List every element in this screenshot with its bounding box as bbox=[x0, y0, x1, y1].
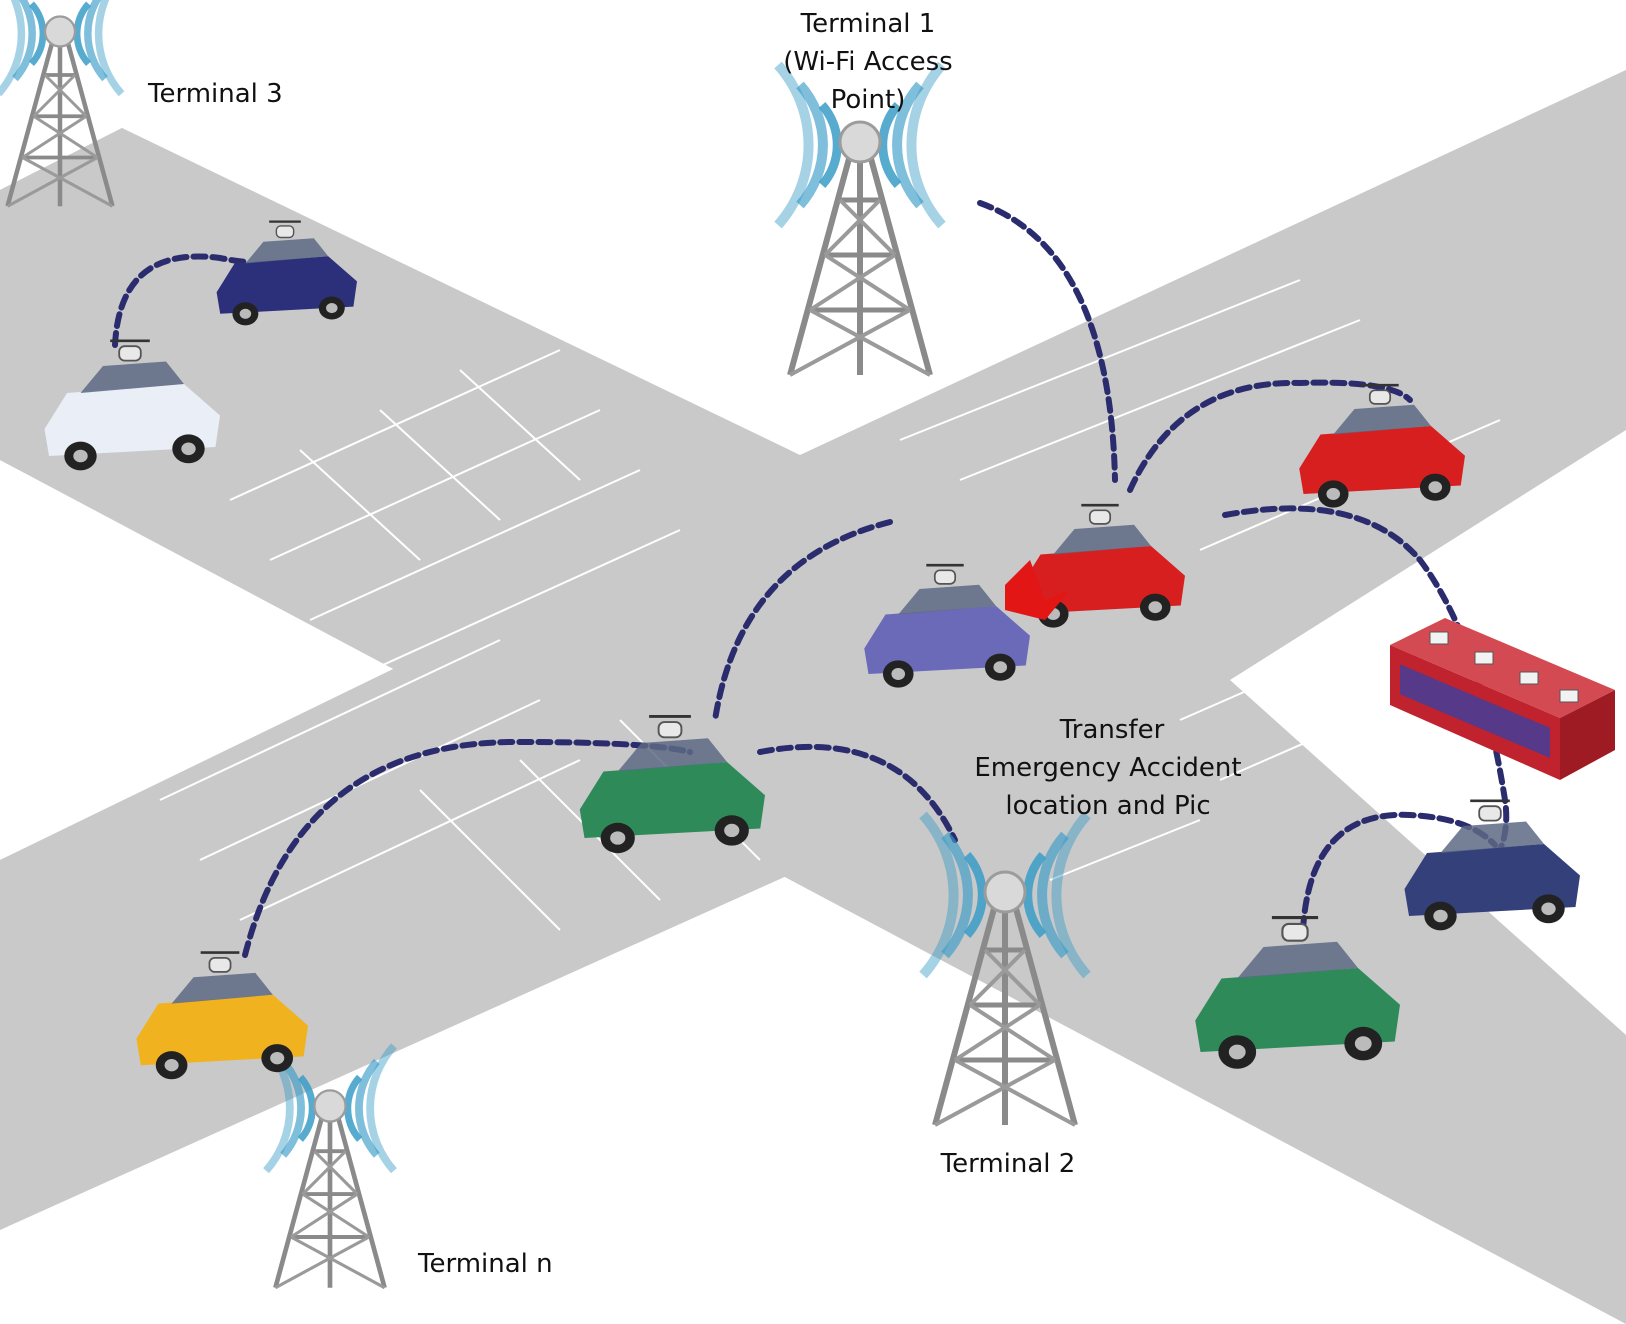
terminal-1-label-line-3: Point) bbox=[831, 85, 906, 115]
transfer-message-line-3: location and Pic bbox=[1005, 791, 1210, 821]
terminal-1-label-line-2: (Wi-Fi Access bbox=[783, 47, 952, 77]
terminal-3-tower-icon bbox=[0, 0, 122, 206]
terminal-n-label: Terminal n bbox=[417, 1249, 553, 1279]
accident-impact-icon bbox=[1005, 560, 1070, 620]
police-car-navy-right-icon bbox=[1403, 799, 1582, 932]
terminal-n-tower-icon bbox=[266, 1046, 394, 1288]
transfer-message-label: Transfer Emergency Accident location and… bbox=[974, 715, 1241, 821]
terminal-2-label: Terminal 2 bbox=[940, 1149, 1076, 1179]
transfer-message-line-2: Emergency Accident bbox=[974, 753, 1241, 783]
terminal-3-label: Terminal 3 bbox=[147, 79, 283, 109]
terminal-1-label-line-1: Terminal 1 bbox=[800, 9, 936, 39]
terminal-1-label: Terminal 1 (Wi-Fi Access Point) bbox=[783, 9, 952, 115]
bus-icon bbox=[1390, 618, 1615, 780]
transfer-message-line-1: Transfer bbox=[1059, 715, 1165, 745]
road-intersection bbox=[0, 70, 1626, 1324]
